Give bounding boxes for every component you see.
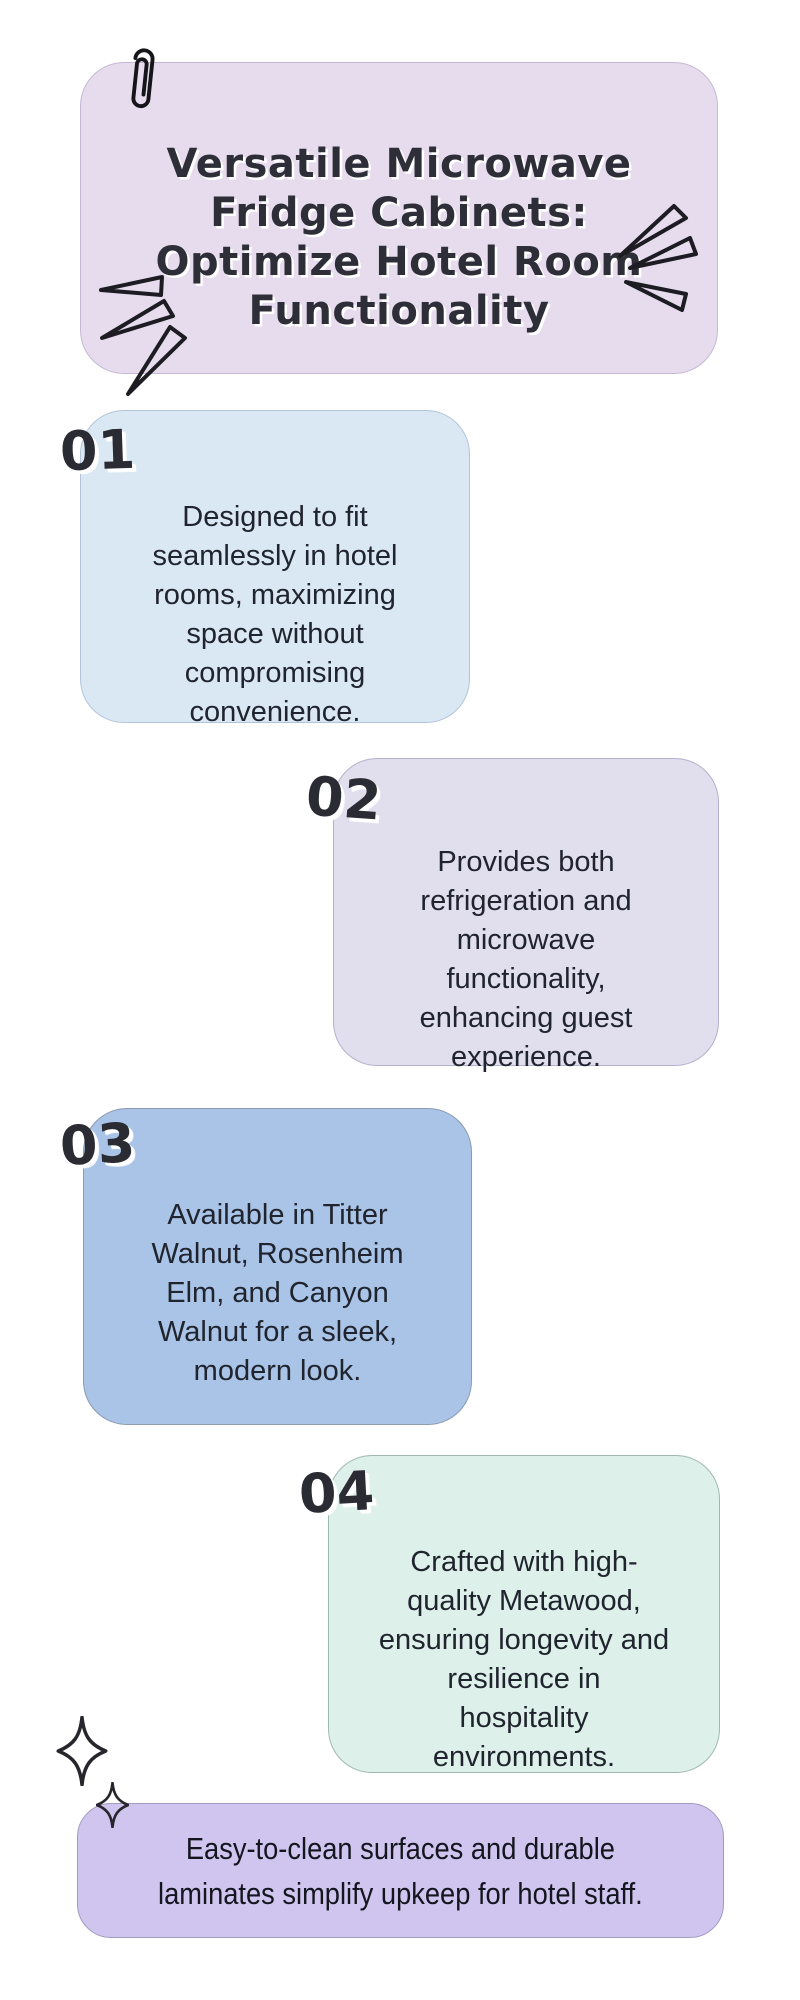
- step-card-03: Available in Titter Walnut, Rosenheim El…: [83, 1108, 472, 1425]
- page-title: Versatile Microwave Fridge Cabinets: Opt…: [155, 140, 643, 334]
- step-number-02: 02: [303, 764, 384, 833]
- step-01-text: Designed to fit seamlessly in hotel room…: [152, 501, 398, 728]
- step-03-text: Available in Titter Walnut, Rosenheim El…: [151, 1199, 404, 1387]
- step-card-02: Provides both refrigeration and microwav…: [333, 758, 719, 1073]
- step-02-text: Provides both refrigeration and microwav…: [419, 846, 633, 1073]
- step-04-text: Crafted with high- quality Metawood, ens…: [378, 1546, 670, 1773]
- footer-card: Easy-to-clean surfaces and durable lamin…: [77, 1803, 724, 1938]
- step-number-04: 04: [297, 1459, 376, 1526]
- footer-text: Easy-to-clean surfaces and durable lamin…: [158, 1830, 643, 1911]
- step-card-04: Crafted with high- quality Metawood, ens…: [328, 1455, 720, 1773]
- title-card: Versatile Microwave Fridge Cabinets: Opt…: [80, 62, 718, 374]
- emphasis-rays-right-icon: [614, 198, 702, 320]
- step-card-01: Designed to fit seamlessly in hotel room…: [80, 410, 470, 728]
- paperclip-icon: [112, 32, 171, 123]
- sparkle-icon: [56, 1716, 108, 1786]
- step-number-01: 01: [58, 417, 137, 484]
- sparkle-icon: [96, 1782, 129, 1828]
- step-number-03: 03: [58, 1111, 137, 1178]
- emphasis-rays-left-icon: [98, 274, 198, 396]
